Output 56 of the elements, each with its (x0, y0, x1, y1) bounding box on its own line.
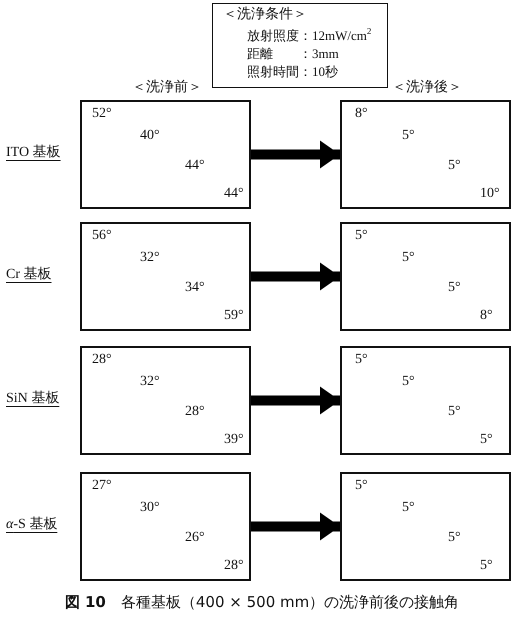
angle-value: 44° (224, 186, 244, 202)
substrate-label: Cr 基板 (6, 266, 52, 282)
substrate-box (340, 100, 511, 209)
substrate-box (340, 472, 511, 581)
substrate-label: α-S 基板 (6, 516, 58, 532)
arrow (251, 262, 340, 290)
angle-value: 5° (402, 374, 415, 390)
angle-value: 5° (448, 280, 461, 296)
column-header: ＜洗浄後＞ (392, 80, 462, 96)
arrow (251, 386, 340, 414)
angle-value: 28° (224, 558, 244, 574)
substrate-label: ITO 基板 (6, 144, 61, 160)
substrate-box (80, 346, 251, 455)
angle-value: 39° (224, 432, 244, 448)
angle-value: 52° (92, 106, 112, 122)
condition-text: 放射照度：12mW/cm$^{2}$ (247, 28, 372, 44)
angle-value: 34° (185, 280, 205, 296)
angle-value: 5° (355, 228, 368, 244)
angle-value: 5° (402, 500, 415, 516)
angle-value: 5° (402, 250, 415, 266)
condition-text: 照射時間：10秒 (247, 64, 338, 80)
angle-value: 27° (92, 478, 112, 494)
heading: ＜洗浄条件＞ (223, 7, 307, 23)
arrow (251, 140, 340, 168)
angle-value: 40° (140, 128, 160, 144)
angle-value: 5° (448, 404, 461, 420)
angle-value: 5° (355, 478, 368, 494)
substrate-box (340, 346, 511, 455)
angle-value: 5° (402, 128, 415, 144)
caption: 図 10 各種基板（400 × 500 mm）の洗浄前後の接触角 (64, 594, 460, 610)
angle-value: 32° (140, 374, 160, 390)
arrow (251, 512, 340, 540)
angle-value: 59° (224, 308, 244, 324)
angle-value: 5° (448, 158, 461, 174)
angle-value: 5° (480, 558, 493, 574)
substrate-box (80, 100, 251, 209)
substrate-box (80, 472, 251, 581)
substrate-box (80, 222, 251, 331)
angle-value: 5° (480, 432, 493, 448)
angle-value: 56° (92, 228, 112, 244)
angle-value: 32° (140, 250, 160, 266)
substrate-box (340, 222, 511, 331)
angle-value: 26° (185, 530, 205, 546)
angle-value: 28° (92, 352, 112, 368)
condition-text: 距離 ：3mm (247, 46, 339, 62)
conditions-box (212, 3, 388, 88)
angle-value: 5° (355, 352, 368, 368)
column-header: ＜洗浄前＞ (132, 80, 202, 96)
angle-value: 8° (355, 106, 368, 122)
angle-value: 10° (480, 186, 500, 202)
angle-value: 28° (185, 404, 205, 420)
angle-value: 5° (448, 530, 461, 546)
angle-value: 30° (140, 500, 160, 516)
substrate-label: SiN 基板 (6, 390, 60, 406)
angle-value: 44° (185, 158, 205, 174)
angle-value: 8° (480, 308, 493, 324)
